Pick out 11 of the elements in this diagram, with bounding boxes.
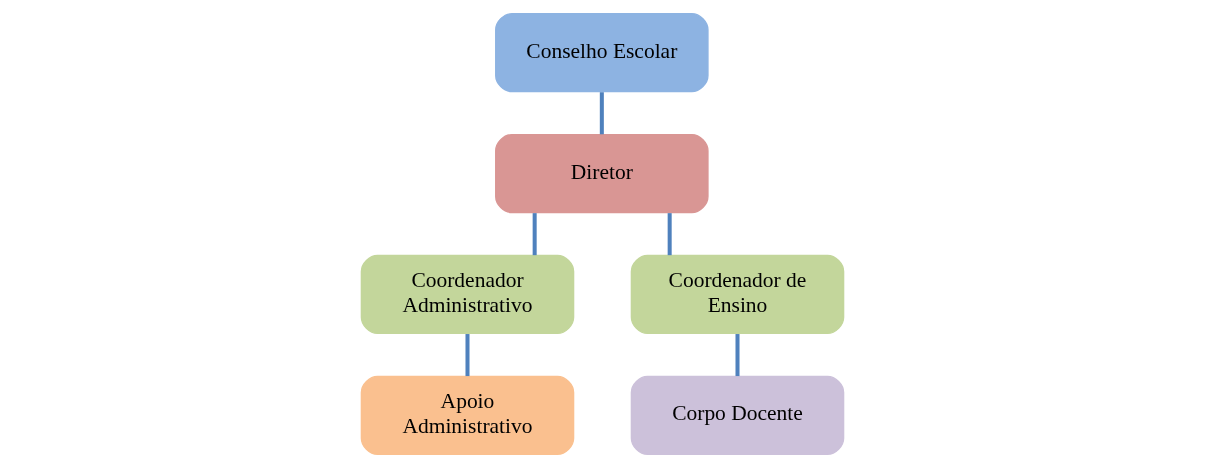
- node-box: Diretor: [495, 133, 709, 214]
- node-box: Apoio Administrativo: [360, 375, 575, 455]
- connector: [599, 92, 604, 135]
- connector: [465, 334, 470, 377]
- node-box: Coordenador Administrativo: [360, 254, 575, 335]
- node-box: Corpo Docente: [630, 375, 845, 455]
- connector: [532, 213, 537, 256]
- node-box: Conselho Escolar: [495, 13, 709, 93]
- node-box: Coordenador de Ensino: [630, 254, 845, 335]
- connector: [735, 334, 740, 377]
- connector: [667, 213, 672, 256]
